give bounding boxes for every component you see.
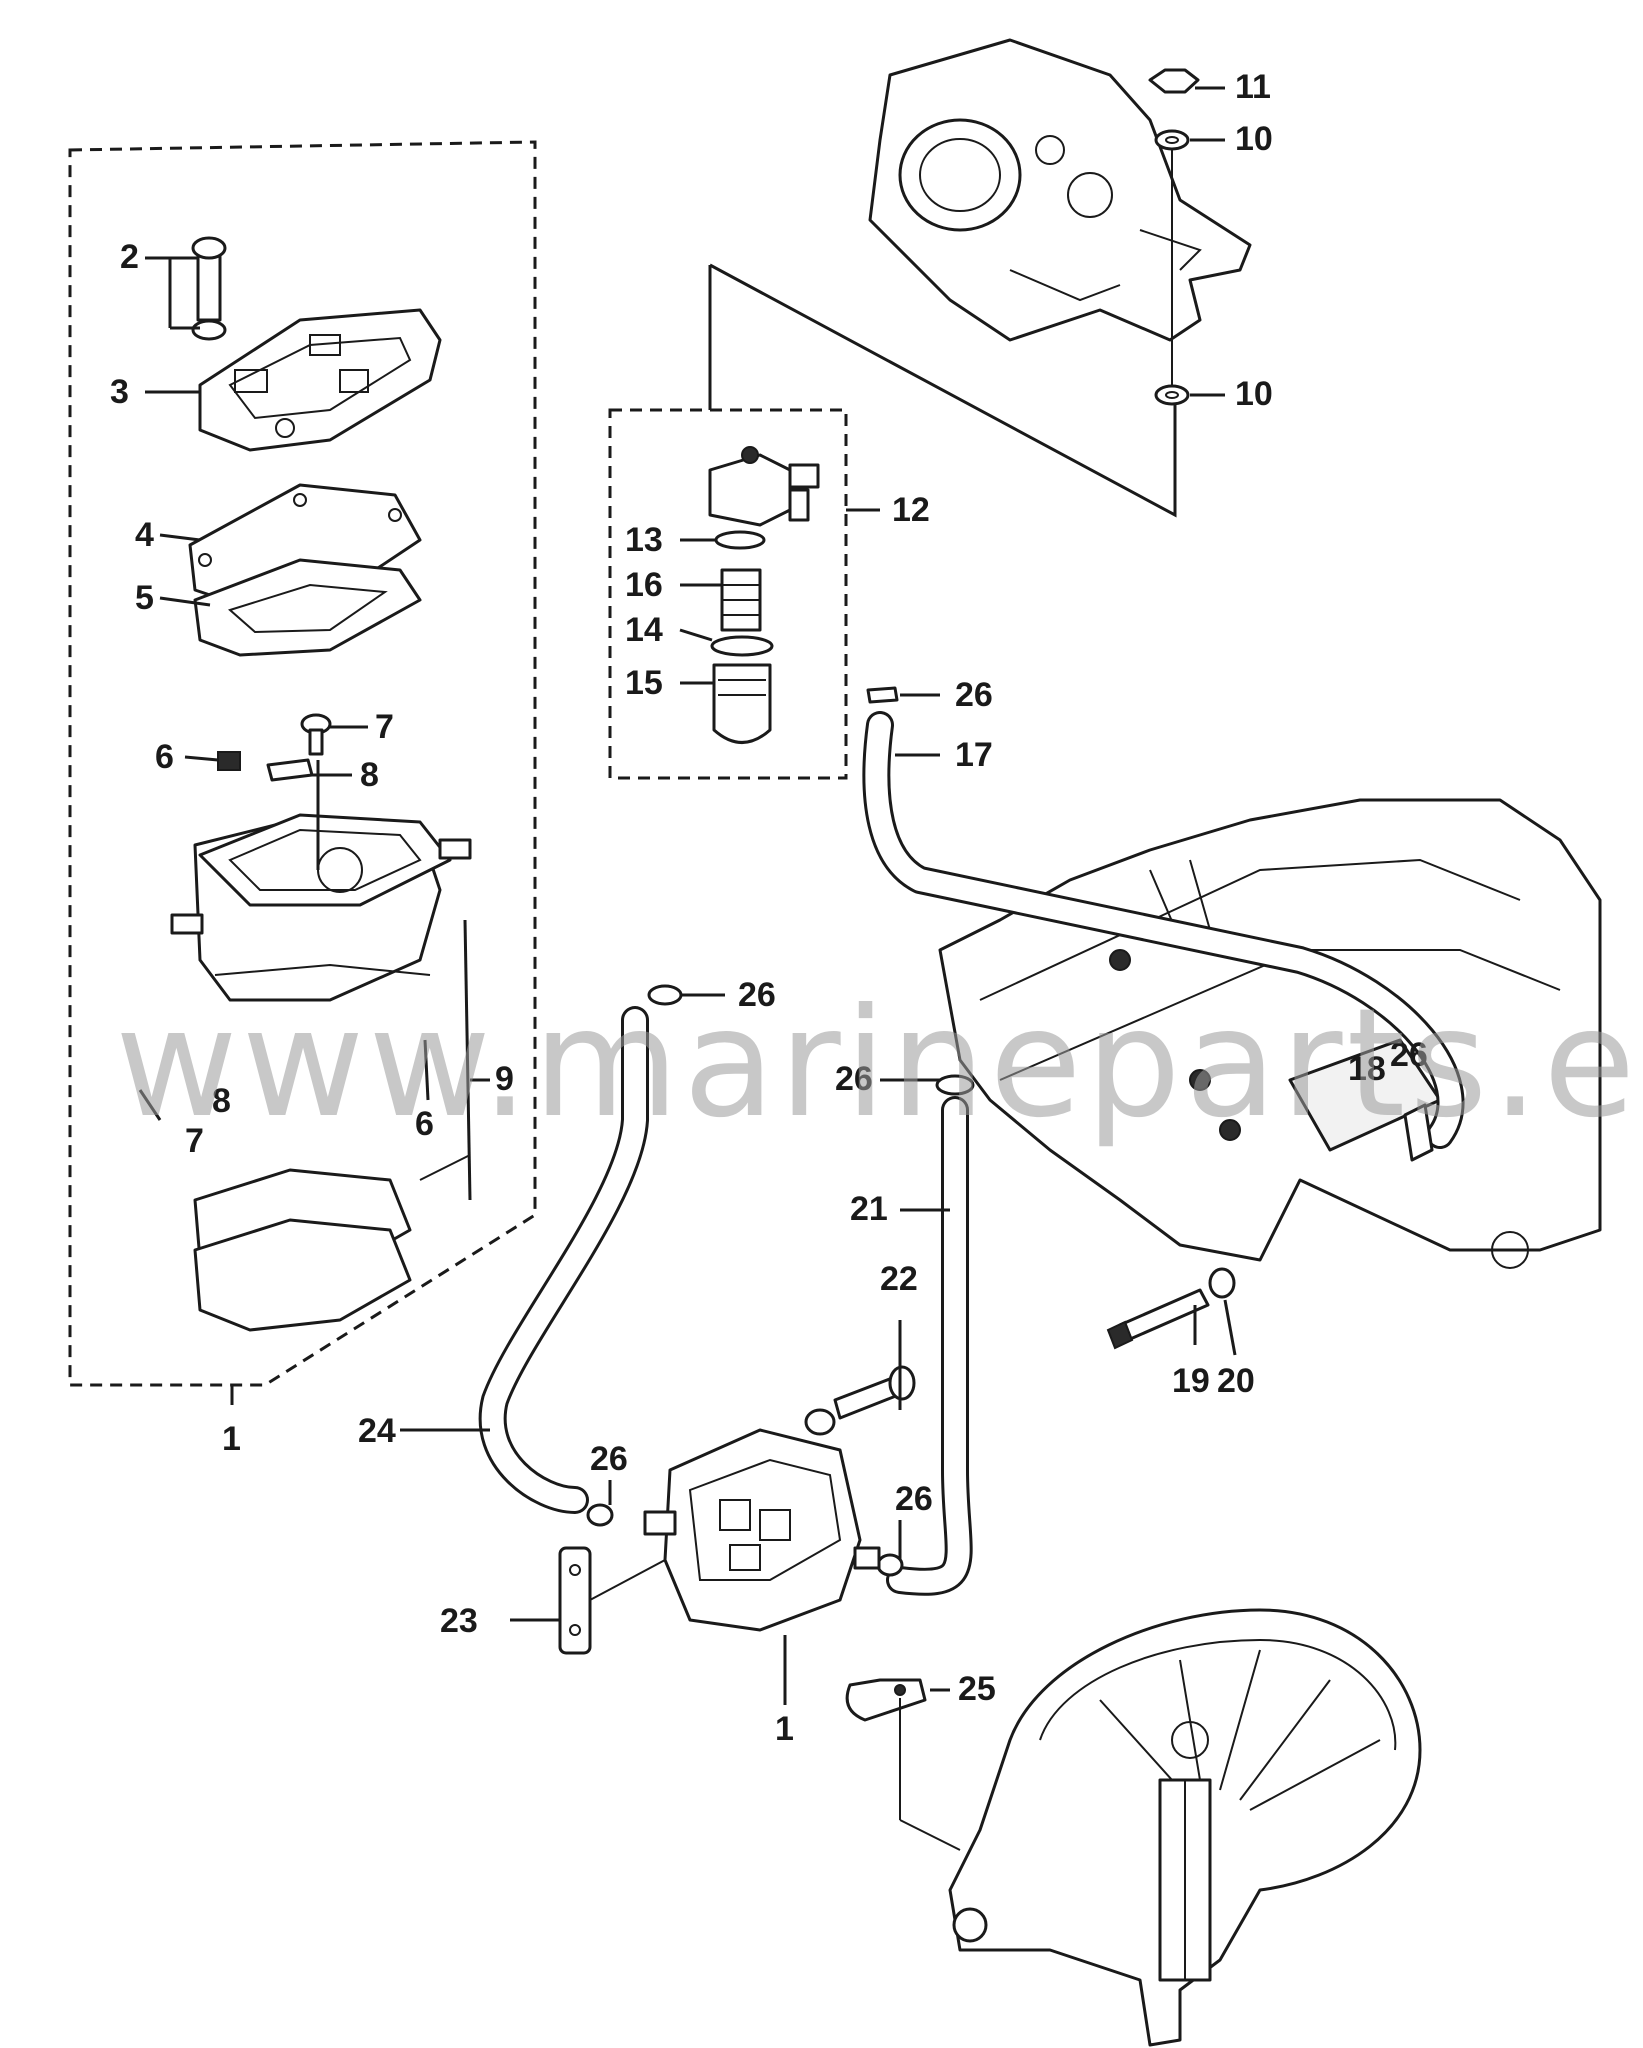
filter-head <box>708 446 820 527</box>
bracket-washer-lower <box>1154 384 1190 406</box>
hose-pump-outlet <box>886 1096 973 1596</box>
fitting-washer <box>1208 1267 1236 1299</box>
pump-screw-washer <box>804 1408 836 1436</box>
callout-3: 3 <box>110 373 129 411</box>
callout-15: 15 <box>625 664 663 702</box>
callout-1-kit: 1 <box>222 1420 241 1458</box>
hose-clamp-upper <box>866 686 899 704</box>
gasket <box>193 558 422 657</box>
callout-19: 19 <box>1172 1362 1210 1400</box>
callout-20: 20 <box>1217 1362 1255 1400</box>
watermark: www.marineparts.eu <box>115 977 1643 1151</box>
callout-10-upper: 10 <box>1235 120 1273 158</box>
callout-22: 22 <box>880 1260 918 1298</box>
hose-clamp-inlet-bottom <box>586 1503 614 1527</box>
filter-bowl <box>712 663 772 744</box>
callout-24: 24 <box>358 1412 396 1450</box>
callout-17: 17 <box>955 736 993 774</box>
callout-7-lower: 7 <box>185 1122 204 1160</box>
callout-11: 11 <box>1235 68 1271 106</box>
callout-21: 21 <box>850 1190 888 1228</box>
callout-16: 16 <box>625 566 663 604</box>
callout-26-engine: 26 <box>1390 1036 1428 1074</box>
callout-18: 18 <box>1348 1050 1386 1088</box>
callout-23: 23 <box>440 1602 478 1640</box>
callout-6-lower: 6 <box>415 1105 434 1143</box>
filter-element <box>720 568 762 632</box>
mounting-bracket <box>868 38 1252 342</box>
p-clamp <box>845 1678 927 1722</box>
callout-26-inlet-top: 26 <box>738 976 776 1014</box>
callout-2: 2 <box>120 238 139 276</box>
fuel-filter-kit-outline <box>608 408 848 780</box>
callout-26-filter: 26 <box>955 676 993 714</box>
fuel-pump-assembly <box>643 1428 881 1632</box>
callout-26-outlet-bottom: 26 <box>895 1480 933 1518</box>
hose-upper <box>862 711 1465 1149</box>
callout-4: 4 <box>135 516 154 554</box>
callout-8-upper: 8 <box>360 756 379 794</box>
callout-10-lower: 10 <box>1235 375 1273 413</box>
pump-body <box>170 813 472 1002</box>
valve-retainer <box>266 758 314 782</box>
callout-13: 13 <box>625 521 663 559</box>
flywheel-housing <box>948 1608 1422 2047</box>
check-valve-small <box>217 751 241 771</box>
callout-labels: 1 1 2 3 4 5 6 6 7 7 8 8 9 10 10 11 12 13… <box>110 68 1428 1748</box>
pump-bracket-plate <box>558 1546 592 1655</box>
callout-8-lower: 8 <box>212 1082 231 1120</box>
pump-cover <box>198 308 442 452</box>
callout-5: 5 <box>135 579 154 617</box>
fuel-pump-kit-outline <box>68 140 537 1405</box>
hose-pump-inlet <box>478 1006 649 1514</box>
callout-14: 14 <box>625 611 663 649</box>
fuel-fitting <box>1106 1288 1210 1350</box>
valve-screw <box>300 713 332 756</box>
hose-clamp-outlet-bottom <box>876 1553 904 1577</box>
callout-1-pump: 1 <box>775 1710 794 1748</box>
callout-26-inlet-bottom: 26 <box>590 1440 628 1478</box>
callout-25: 25 <box>958 1670 996 1708</box>
leader-lines <box>138 86 1237 1705</box>
callout-9: 9 <box>495 1060 514 1098</box>
filter-bowl-gasket <box>710 635 774 657</box>
callout-12: 12 <box>892 491 930 529</box>
cover-screw <box>191 236 227 341</box>
hose-clamp-engine <box>1403 1103 1434 1162</box>
callout-6-upper: 6 <box>155 738 174 776</box>
callout-7-upper: 7 <box>375 708 394 746</box>
hose-clamp-outlet-top <box>935 1074 975 1096</box>
bracket-washer-upper <box>1154 129 1190 151</box>
pump-base-plate <box>193 1154 471 1332</box>
callout-26-outlet-top: 26 <box>835 1060 873 1098</box>
filter-o-ring <box>714 530 766 550</box>
pump-mounting-screw <box>833 1365 916 1420</box>
bracket-nut <box>1148 68 1200 94</box>
